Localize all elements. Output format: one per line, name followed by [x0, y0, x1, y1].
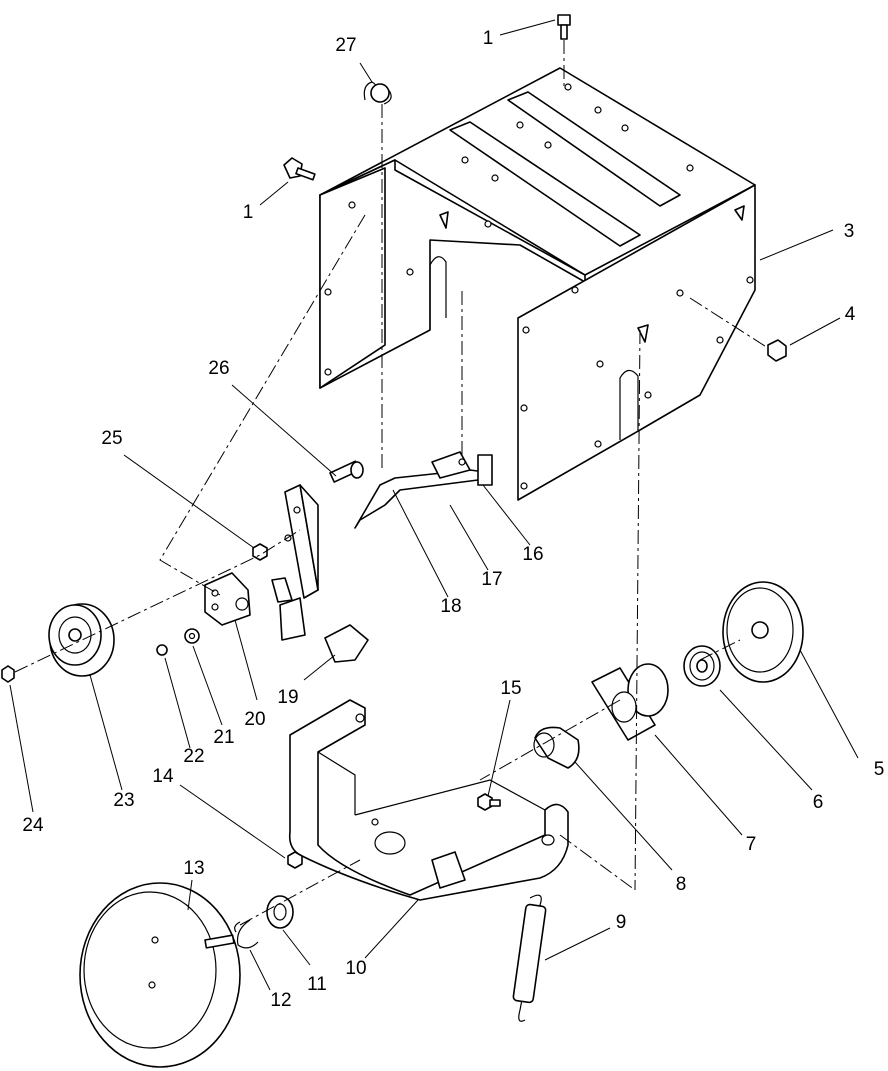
pulley-23	[48, 603, 115, 677]
callout-5: 5	[874, 759, 885, 780]
callout-24: 24	[22, 815, 44, 836]
clip-12	[234, 919, 259, 949]
callout-7: 7	[746, 834, 757, 855]
callout-1-top: 1	[483, 28, 494, 49]
nut-25	[252, 543, 268, 561]
callout-21: 21	[213, 727, 234, 748]
bearing-6	[683, 645, 721, 687]
callout-23: 23	[113, 790, 134, 811]
bearing-housing-7	[591, 663, 669, 741]
frame-housing	[319, 67, 756, 501]
bracket-20	[204, 572, 251, 626]
callout-27: 27	[335, 35, 356, 56]
callout-6: 6	[813, 792, 824, 813]
handle-19	[279, 597, 369, 663]
callout-3: 3	[844, 221, 855, 242]
spring-9	[512, 894, 547, 1022]
wheel-13	[79, 882, 241, 1068]
callout-labels: 1 1 3 4 5 6 7 8 9 10 11 12 13 14 15 16 1…	[22, 28, 884, 1011]
callout-17: 17	[481, 569, 502, 590]
pulley-5	[722, 581, 804, 683]
bolt-15	[477, 793, 501, 811]
sleeve-8	[533, 726, 580, 769]
callout-19: 19	[277, 687, 298, 708]
callout-12: 12	[270, 990, 291, 1011]
pin-26	[329, 460, 364, 483]
spring-top	[363, 81, 392, 470]
nut-24	[1, 665, 15, 683]
callout-1-left: 1	[243, 202, 254, 223]
callout-4: 4	[845, 304, 856, 325]
callout-14: 14	[152, 766, 174, 787]
callout-26: 26	[208, 358, 229, 379]
nut-right	[689, 297, 787, 362]
callout-10: 10	[345, 958, 366, 979]
bolt-top	[557, 14, 571, 88]
idler-bracket	[288, 699, 569, 901]
callout-13: 13	[183, 858, 204, 879]
callout-9: 9	[616, 912, 627, 933]
callout-18: 18	[440, 596, 461, 617]
callout-25: 25	[101, 428, 122, 449]
bolt-left	[283, 157, 316, 181]
callout-22: 22	[183, 746, 204, 767]
callout-20: 20	[244, 709, 265, 730]
linkage-rod	[354, 290, 493, 529]
callout-11: 11	[307, 974, 327, 995]
washers-21-22	[156, 628, 200, 656]
callout-16: 16	[522, 544, 543, 565]
washer-11	[266, 895, 294, 929]
bolt-14	[287, 851, 303, 869]
lever-plate	[271, 484, 319, 603]
callout-15: 15	[500, 678, 521, 699]
leader-lines	[9, 19, 859, 991]
callout-8: 8	[676, 874, 687, 895]
